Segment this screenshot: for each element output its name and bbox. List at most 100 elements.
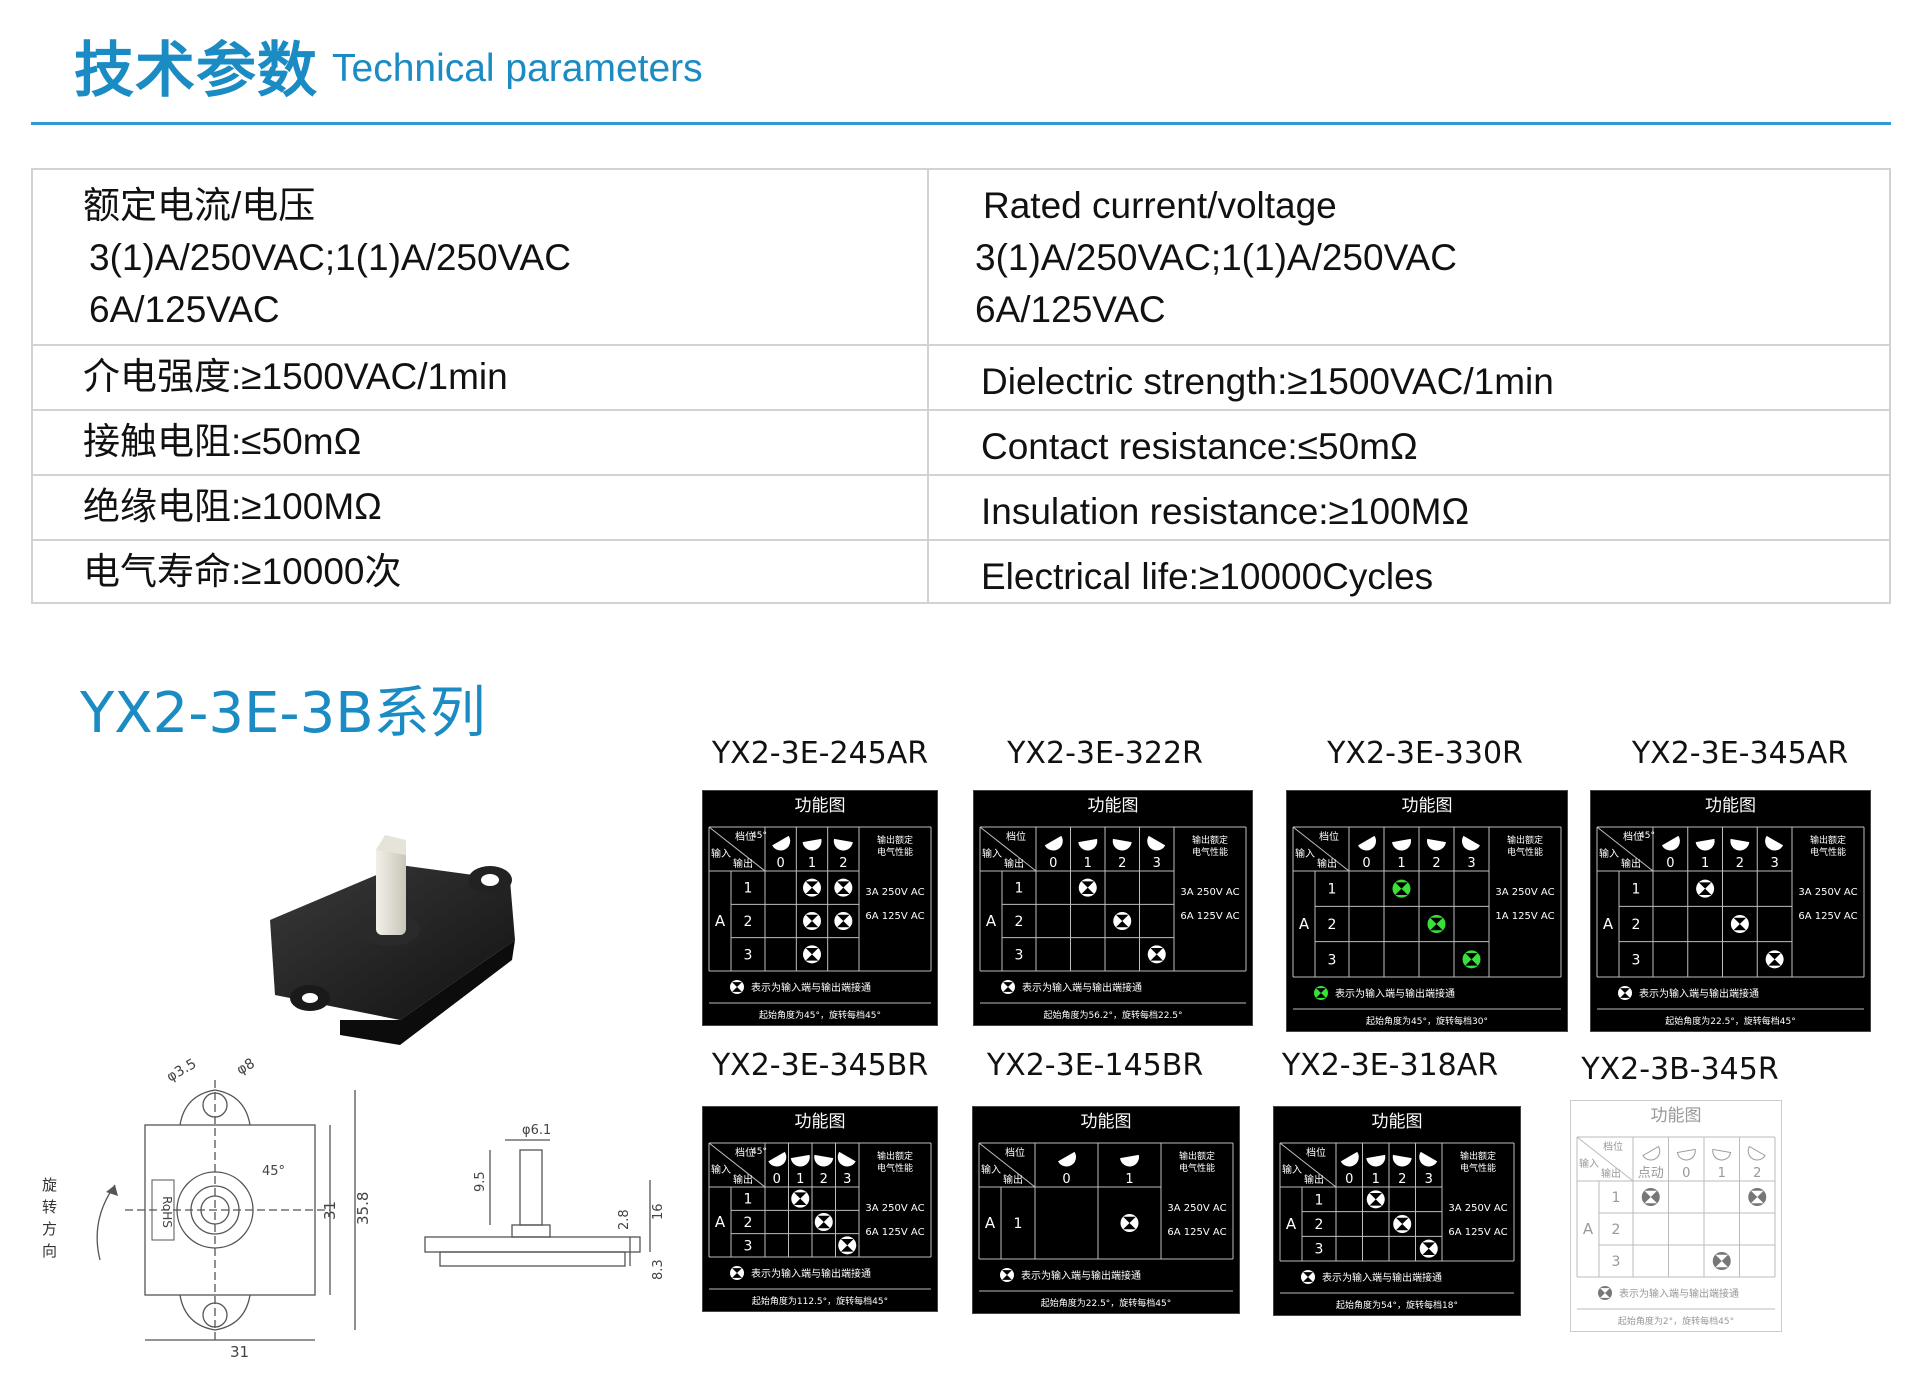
rating-title: 电气性能 [1179,1162,1215,1174]
rating-title: 输出额定 [1192,834,1228,846]
rotation-label: 旋 转 方 向 [42,1176,62,1260]
cam-position-icon [814,1154,834,1167]
contact-marker-glyph [805,914,819,928]
spec-cell-cn: 电气寿命:≥10000次 [33,541,929,604]
position-label: 1 [1125,1172,1133,1187]
rating-value: 3A 250V AC [1180,887,1239,898]
contact-marker-glyph [1430,917,1443,931]
spec-table: 额定电流/电压 3(1)A/250VAC;1(1)A/250VAC 6A/125… [31,168,1891,604]
contact-marker-glyph [1422,1242,1436,1255]
rating-title: 电气性能 [877,846,913,858]
position-label: 0 [1362,856,1370,871]
grid-line [1279,1142,1337,1188]
cam-position-icon [1366,1154,1386,1167]
rating-title: 电气性能 [1507,846,1543,858]
dim-d3: 8.3 [651,1259,666,1280]
row-label: 1 [1015,881,1024,897]
contact-marker-glyph [1698,882,1712,895]
model-label: YX2-3E-330R [1327,736,1523,771]
spec-cell-cn: 接触电阻:≤50mΩ [33,411,929,474]
legend-text: 表示为输入端与输出端接通 [1021,1269,1141,1282]
output-label: 输出 [1004,857,1024,870]
contact-marker-glyph [837,881,850,894]
gear-label: 档位 [1005,1146,1025,1159]
dim-hole: φ3.5 [164,1056,199,1086]
position-label: 2 [1398,1172,1406,1187]
grid-line [1292,826,1350,872]
contact-marker-glyph [1115,914,1129,928]
angle-label: 45° [1639,831,1655,841]
model-label: YX2-3E-318AR [1281,1048,1499,1083]
legend-marker-glyph [1316,988,1326,998]
contact-marker-glyph [837,914,850,928]
position-label: 2 [1736,856,1744,871]
output-label: 输出 [733,1173,753,1186]
contact-marker-glyph [1123,1216,1136,1230]
dim-shaft-dia: φ6.1 [522,1123,551,1138]
model-label: YX2-3E-145BR [986,1048,1204,1083]
row-label: 3 [1328,952,1337,968]
cam-position-icon [1392,838,1411,851]
gear-label: 档位 [1006,830,1026,843]
spec-cell-cn: 绝缘电阻:≥100MΩ [33,476,929,539]
cam-position-icon [802,838,822,851]
row-label: 3 [1315,1242,1324,1258]
rating-title: 输出额定 [1810,834,1846,846]
output-label: 输出 [1621,857,1641,870]
contact-marker-glyph [817,1215,831,1229]
row-label: 1 [1014,1216,1023,1232]
position-label: 1 [796,1172,804,1187]
diagram-title: 功能图 [1651,1106,1702,1126]
row-label: 1 [1612,1190,1621,1206]
contact-marker-glyph [1150,948,1164,961]
gear-label: 档位 [735,1146,755,1159]
input-label: 输入 [711,847,731,860]
row-label: 1 [744,1192,753,1208]
position-label: 1 [808,856,816,871]
legend-marker-glyph [1003,982,1013,992]
grid-line [708,1142,766,1188]
output-label: 输出 [1317,857,1337,870]
row-a-label: A [1286,1215,1297,1233]
cam-position-icon [1642,1145,1661,1161]
position-label: 2 [820,1172,828,1187]
spec-cell-en: Rated current/voltage 3(1)A/250VAC;1(1)A… [929,170,1889,344]
diagram-title: 功能图 [1081,1112,1132,1132]
row-a-label: A [715,912,726,930]
cam-position-icon [1765,835,1784,851]
rating-value: 6A 125V AC [865,1227,924,1238]
rating-value: 6A 125V AC [1798,911,1857,922]
rating-value: 3A 250V AC [1495,887,1554,898]
contact-marker-glyph [1465,953,1478,966]
cam-position-icon [1427,838,1446,851]
model-label: YX2-3E-345BR [711,1048,929,1083]
position-label: 0 [1666,856,1674,871]
legend-marker-glyph [1303,1272,1313,1282]
row-a-label: A [1603,915,1614,933]
input-label: 输入 [1282,1163,1302,1176]
position-label: 点动 [1638,1166,1664,1181]
position-label: 1 [1397,856,1405,871]
spec-row-rated: 额定电流/电压 3(1)A/250VAC;1(1)A/250VAC 6A/125… [33,170,1889,346]
position-label: 3 [1425,1172,1433,1187]
output-label: 输出 [733,857,753,870]
diagram-title: 功能图 [1088,796,1139,816]
cam-position-icon [1392,1154,1412,1167]
rotation-note: 起始角度为22.5°，旋转每档45° [1041,1297,1172,1309]
dim-d2: 16 [651,1203,666,1220]
rating-value: 6A 125V AC [865,911,924,922]
rotation-note: 起始角度为45°，旋转每档30° [1366,1015,1488,1027]
position-label: 0 [1062,1172,1070,1187]
cam-position-icon [1730,838,1750,851]
rating-title: 电气性能 [1460,1162,1496,1174]
position-label: 2 [839,856,847,871]
spec-cell-en: Insulation resistance:≥100MΩ [981,491,1470,532]
section-title-en: Technical parameters [332,47,703,90]
legend-text: 表示为输入端与输出端接通 [751,1267,871,1280]
gear-label: 档位 [735,830,755,843]
